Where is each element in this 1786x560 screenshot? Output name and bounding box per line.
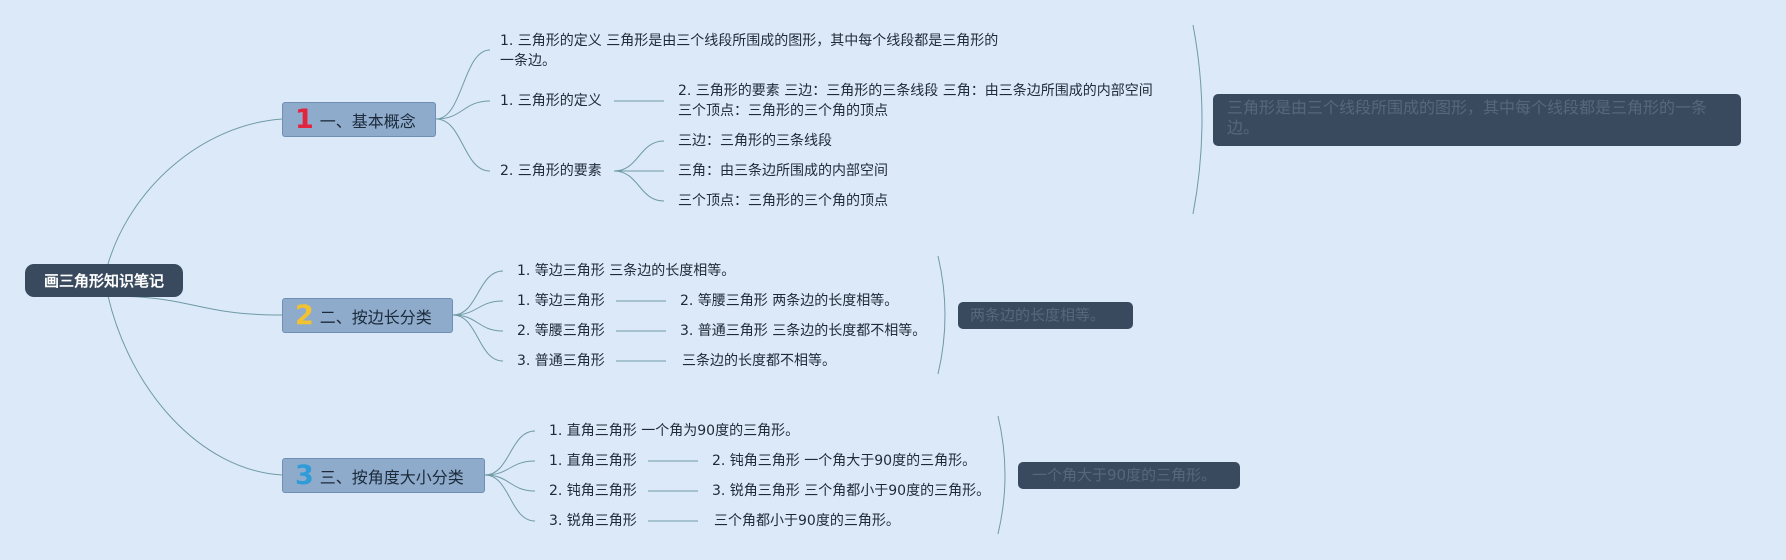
number-one-badge-icon: 1 bbox=[295, 104, 314, 135]
leaf-triangle-definition[interactable]: 1. 三角形的定义 bbox=[500, 93, 602, 109]
leaf-isosceles-full[interactable]: 2. 等腰三角形 两条边的长度相等。 bbox=[680, 293, 899, 309]
branch-label: 二、按边长分类 bbox=[319, 307, 432, 327]
summary-box-definition[interactable]: 三角形是由三个线段所围成的图形，其中每个线段都是三角形的一条边。 bbox=[1213, 94, 1741, 146]
branch-label: 一、基本概念 bbox=[319, 111, 416, 131]
leaf-scalene[interactable]: 3. 普通三角形 bbox=[517, 353, 605, 369]
connector-b3-item0 bbox=[484, 430, 536, 476]
leaf-right-triangle[interactable]: 1. 直角三角形 bbox=[549, 453, 637, 469]
leaf-equilateral[interactable]: 1. 等边三角形 bbox=[517, 293, 605, 309]
connector-b1-item0 bbox=[435, 49, 491, 120]
connector-b3-item3 bbox=[484, 474, 536, 522]
summary-brace-1 bbox=[1192, 24, 1203, 215]
leaf-triangle-definition-full[interactable]: 1. 三角形的定义 三角形是由三个线段所围成的图形，其中每个线段都是三角形的一条… bbox=[500, 33, 999, 69]
connector-b2-item3 bbox=[452, 314, 504, 362]
connector-b1-item2 bbox=[435, 118, 491, 172]
summary-box-isosceles[interactable]: 两条边的长度相等。 bbox=[958, 302, 1133, 329]
connector-b3-item2 bbox=[484, 474, 536, 492]
leaf-isosceles[interactable]: 2. 等腰三角形 bbox=[517, 323, 605, 339]
connector-root-branch3 bbox=[107, 295, 283, 476]
connector-b2-item1 bbox=[452, 300, 504, 316]
leaf-three-sides[interactable]: 三边：三角形的三条线段 bbox=[678, 133, 832, 149]
branch-label: 三、按角度大小分类 bbox=[319, 467, 464, 487]
connector-b2-item0 bbox=[452, 270, 504, 316]
leaf-obtuse-full[interactable]: 2. 钝角三角形 一个角大于90度的三角形。 bbox=[712, 453, 977, 469]
number-two-badge-icon: 2 bbox=[295, 300, 314, 331]
connector-b1-item1 bbox=[435, 100, 491, 120]
summary-box-obtuse[interactable]: 一个角大于90度的三角形。 bbox=[1018, 462, 1240, 489]
leaf-scalene-full[interactable]: 3. 普通三角形 三条边的长度都不相等。 bbox=[680, 323, 927, 339]
connector-b1-sub1 bbox=[613, 140, 665, 172]
leaf-acute-desc[interactable]: 三个角都小于90度的三角形。 bbox=[714, 513, 900, 529]
branch-by-side-length[interactable]: 2 二、按边长分类 bbox=[282, 298, 453, 333]
branch-basic-concepts[interactable]: 1 一、基本概念 bbox=[282, 102, 436, 137]
summary-brace-2 bbox=[937, 255, 946, 375]
root-node[interactable]: 画三角形知识笔记 bbox=[25, 264, 183, 297]
leaf-equilateral-full[interactable]: 1. 等边三角形 三条边的长度相等。 bbox=[517, 263, 736, 279]
branch-by-angle-size[interactable]: 3 三、按角度大小分类 bbox=[282, 458, 485, 493]
leaf-triangle-elements[interactable]: 2. 三角形的要素 bbox=[500, 163, 602, 179]
connector-b3-item1 bbox=[484, 460, 536, 476]
leaf-acute-full[interactable]: 3. 锐角三角形 三个角都小于90度的三角形。 bbox=[712, 483, 991, 499]
connector-root-branch1 bbox=[107, 118, 283, 265]
number-three-badge-icon: 3 bbox=[295, 460, 314, 491]
leaf-obtuse-triangle[interactable]: 2. 钝角三角形 bbox=[549, 483, 637, 499]
leaf-scalene-desc[interactable]: 三条边的长度都不相等。 bbox=[682, 353, 836, 369]
leaf-triangle-elements-full[interactable]: 2. 三角形的要素 三边：三角形的三条线段 三角：由三条边所围成的内部空间 三个… bbox=[678, 83, 1153, 119]
leaf-three-angles[interactable]: 三角：由三条边所围成的内部空间 bbox=[678, 163, 888, 179]
connector-b2-item2 bbox=[452, 314, 504, 332]
connector-b1-sub3 bbox=[613, 170, 665, 202]
connector-root-branch2 bbox=[107, 295, 283, 316]
leaf-acute-triangle[interactable]: 3. 锐角三角形 bbox=[549, 513, 637, 529]
leaf-three-vertices[interactable]: 三个顶点：三角形的三个角的顶点 bbox=[678, 193, 888, 209]
leaf-right-triangle-full[interactable]: 1. 直角三角形 一个角为90度的三角形。 bbox=[549, 423, 800, 439]
summary-brace-3 bbox=[997, 415, 1006, 535]
